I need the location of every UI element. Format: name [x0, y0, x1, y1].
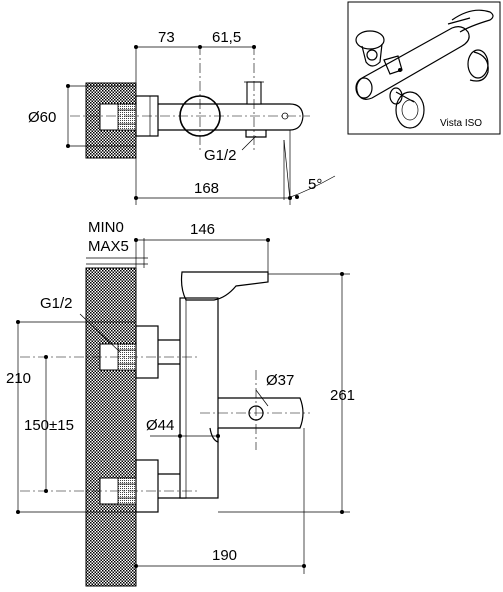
dim-261: 261 [330, 387, 355, 404]
dim-210: 210 [6, 370, 31, 387]
dim-190: 190 [212, 547, 237, 564]
angle-5: 5° [308, 176, 322, 193]
max-label: MAX5 [88, 238, 129, 255]
dim-37: Ø37 [266, 372, 294, 389]
iso-caption: Vista ISO [440, 118, 482, 129]
dim-146: 146 [190, 221, 215, 238]
dim-44: Ø44 [146, 417, 174, 434]
dim-60: Ø60 [28, 109, 56, 126]
min-label: MIN0 [88, 219, 124, 236]
front-thread-label: G1/2 [40, 295, 73, 312]
front-wall-hatch [85, 267, 137, 587]
front-view: MIN0 MAX5 14 [6, 219, 355, 587]
dim-61-5: 61,5 [212, 29, 241, 46]
top-thread-label: G1/2 [204, 147, 237, 164]
dim-168: 168 [194, 180, 219, 197]
top-view: 73 61,5 Ø60 G1/2 168 5° [28, 29, 336, 205]
iso-view: Vista ISO [347, 1, 501, 135]
dim-150: 150±15 [24, 417, 74, 434]
dim-73: 73 [158, 29, 175, 46]
